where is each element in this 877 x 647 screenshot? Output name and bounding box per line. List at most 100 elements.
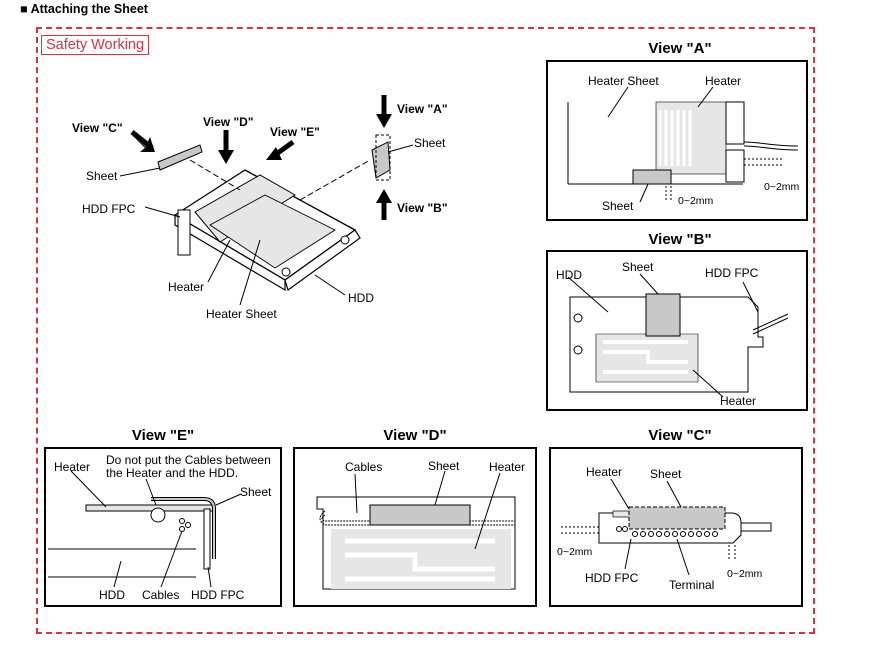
view-c-panel: Heater Sheet 0~2mm HDD FPC Terminal 0~2m… <box>549 447 803 607</box>
view-b-panel: HDD Sheet HDD FPC Heater <box>546 250 808 411</box>
leader <box>314 274 346 296</box>
sheet-a <box>632 169 672 185</box>
label-view-c: View "C" <box>72 121 123 135</box>
leader <box>434 470 446 506</box>
cables-d <box>321 514 515 522</box>
fpc-block-lower <box>725 149 745 183</box>
cables-d <box>319 510 515 526</box>
view-a-title: View "A" <box>648 40 712 57</box>
view-d-title: View "D" <box>383 427 447 444</box>
sheet-b <box>645 293 681 337</box>
screw-hole <box>573 313 583 323</box>
arrow-view-d <box>218 150 234 164</box>
safety-badge: Safety Working <box>41 35 150 55</box>
hdd-side <box>174 213 286 292</box>
arrow-view-c-shaft <box>130 130 154 150</box>
screw <box>340 235 350 245</box>
fpc-e <box>203 508 211 570</box>
leader <box>639 273 659 295</box>
label-sheet-right: Sheet <box>414 136 446 150</box>
heater-traces <box>345 538 495 582</box>
leader <box>474 472 501 550</box>
fpc-block <box>725 101 745 145</box>
label-sheet: Sheet <box>650 467 682 481</box>
cables <box>741 522 772 532</box>
leader <box>160 530 183 588</box>
label-cables: Cables <box>345 460 382 474</box>
leader <box>215 493 242 506</box>
label-heater: Heater <box>586 465 622 479</box>
label-hdd: HDD <box>348 291 374 305</box>
sheet-c <box>628 506 726 530</box>
label-cables: Cables <box>142 588 179 602</box>
leader <box>207 566 212 588</box>
leader <box>354 473 358 514</box>
view-c-title: View "C" <box>648 427 712 444</box>
heater-traces <box>658 110 692 166</box>
hdd-fpc-bracket <box>177 209 191 256</box>
arrow-view-e <box>266 147 282 160</box>
cable <box>185 522 191 528</box>
sheet-d <box>369 504 471 526</box>
label-hdd-fpc: HDD FPC <box>705 266 759 280</box>
label-heater: Heater <box>54 460 90 474</box>
heater-traces <box>603 340 688 374</box>
leader <box>207 239 231 283</box>
label-hdd-fpc: HDD FPC <box>82 202 136 216</box>
leader <box>144 206 181 218</box>
label-heater-sheet: Heater Sheet <box>588 74 659 88</box>
label-hdd-fpc: HDD FPC <box>191 588 245 602</box>
leader <box>567 276 609 313</box>
leader <box>624 538 632 570</box>
view-e-title: View "E" <box>131 427 195 444</box>
leader <box>119 167 161 177</box>
sheet-right-box <box>375 134 391 181</box>
view-e-panel: Heater Do not put the Cables between the… <box>44 447 282 607</box>
label-gap-2: 0~2mm <box>727 568 763 580</box>
cable <box>179 526 185 532</box>
leader <box>239 239 261 306</box>
label-sheet-left: Sheet <box>86 169 118 183</box>
safety-frame <box>36 27 815 634</box>
leader <box>113 560 122 588</box>
cable <box>179 518 185 524</box>
label-view-d: View "D" <box>203 115 254 129</box>
main-diagram: View "C" View "D" View "E" View "A" View… <box>72 95 448 321</box>
label-heater: Heater <box>489 460 525 474</box>
sheet-right <box>371 141 391 179</box>
label-view-e: View "E" <box>270 125 320 139</box>
label-sheet: Sheet <box>602 199 634 213</box>
section-header: ■ Attaching the Sheet <box>20 2 148 16</box>
view-a-panel: Heater Sheet Heater Sheet 0~2mm 0~2mm <box>546 60 808 221</box>
leader <box>742 281 759 313</box>
label-hdd: HDD <box>99 588 125 602</box>
leader <box>610 478 630 510</box>
leader <box>70 470 107 508</box>
label-view-b: View "B" <box>397 201 448 215</box>
label-heater: Heater <box>705 74 741 88</box>
leader <box>145 478 157 506</box>
note-line-2: the Heater and the HDD. <box>106 466 238 480</box>
terminal-row <box>616 526 718 537</box>
leader <box>692 369 724 398</box>
label-view-a: View "A" <box>397 102 448 116</box>
note-line-1: Do not put the Cables between <box>106 453 271 467</box>
guide-line <box>189 159 241 191</box>
sheet-c <box>157 144 203 171</box>
screw-hole <box>573 345 583 355</box>
guide-line <box>299 159 371 201</box>
cable-round <box>150 507 166 523</box>
heater-area <box>209 194 336 269</box>
label-heater-sheet: Heater Sheet <box>206 307 277 321</box>
leader <box>607 86 629 118</box>
view-b-title: View "B" <box>648 231 712 248</box>
leader <box>639 183 649 203</box>
leader <box>676 538 690 576</box>
label-sheet: Sheet <box>428 459 460 473</box>
sheet-e-inner <box>151 498 215 559</box>
label-sheet: Sheet <box>622 260 654 274</box>
cables <box>752 313 789 335</box>
hdd-front <box>284 229 361 291</box>
label-gap-1: 0~2mm <box>678 195 714 207</box>
arrow-view-b <box>376 189 392 203</box>
